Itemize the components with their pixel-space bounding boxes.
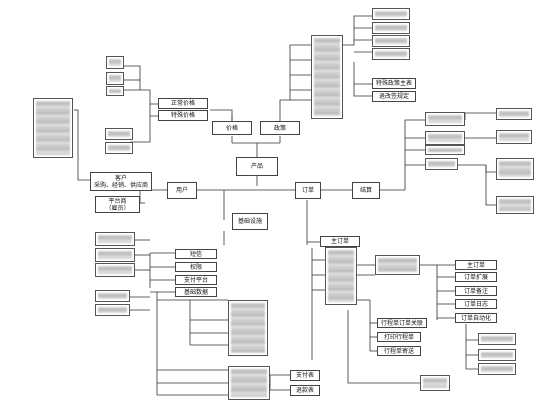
itinerary-delivery-node: 行程单寄送 [377,346,421,356]
sms-node: 短信 [175,249,217,259]
rebate-rule-node: 退改签规定 [372,91,416,102]
product-node: 产品 [236,157,278,176]
obscured-box [478,363,516,375]
price-node: 价格 [212,121,252,135]
obscured-box [372,8,410,20]
obscured-box [106,86,124,96]
obscured-box [372,35,410,47]
obscured-box [496,130,532,144]
settlement-node: 结算 [352,182,380,199]
obscured-box [372,48,410,60]
obscured-box [228,366,270,400]
order-backup-node: 订单备注 [455,286,497,296]
obscured-box [425,145,465,155]
obscured-box [106,72,124,85]
order-auto-node: 订单自动化 [455,313,497,323]
user-node: 用户 [167,182,197,199]
obscured-box [372,22,410,34]
payment-platform-node: 支付平台 [175,275,217,285]
normal-price-node: 正常价格 [158,98,208,109]
obscured-box [478,349,516,361]
order-log-node: 订单日志 [455,299,497,309]
special-price-node: 特殊价格 [158,110,208,121]
obscured-box [105,128,133,140]
platform-line1: 平台商 [108,197,127,205]
customer-node: 客户 采购、经销、供应商 [90,172,152,191]
obscured-box [375,255,420,275]
obscured-box [95,290,130,302]
basic-data-node: 基础数据 [175,287,217,297]
order-node: 订单 [295,182,321,199]
customer-line2: 采购、经销、供应商 [93,181,148,189]
obscured-box [105,142,133,154]
customer-line1: 客户 [114,174,127,182]
obscured-box [95,248,135,262]
payment-table-node: 支付表 [290,370,320,381]
obscured-box [425,158,458,170]
itinerary-link-node: 行程单订单关联 [377,318,427,328]
obscured-box [325,247,357,305]
obscured-box [478,333,516,345]
obscured-box [496,196,534,214]
obscured-box [106,56,124,69]
obscured-box [425,131,465,145]
infrastructure-node: 基础设施 [232,213,268,230]
platform-line2: （雇员） [105,204,130,212]
obscured-box [228,300,268,356]
order-ext-node: 订单扩展 [455,272,497,282]
obscured-box [311,35,343,119]
print-itinerary-node: 打印行程单 [377,332,421,342]
main-order-node: 主订单 [320,236,360,247]
policy-node: 政策 [260,121,300,135]
obscured-box [95,304,130,316]
platform-node: 平台商 （雇员） [95,196,140,213]
obscured-box [95,232,135,246]
obscured-box [496,108,532,120]
obscured-box [95,263,135,277]
permission-node: 权限 [175,262,217,272]
obscured-box [33,98,73,158]
obscured-box [496,158,534,180]
refund-table-node: 退款表 [290,385,320,396]
special-policy-main-node: 特殊政策主表 [372,78,416,89]
obscured-box [420,375,450,391]
obscured-box [425,112,465,126]
sub-main-order-node: 主订单 [455,260,497,270]
